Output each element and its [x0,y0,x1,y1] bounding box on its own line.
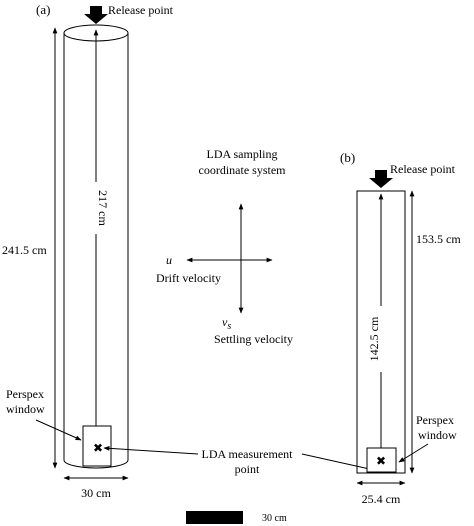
measurement-marker-b: ✖ [376,454,386,468]
width-label-a: 30 cm [81,486,111,500]
release-arrow-icon [84,6,108,24]
vs-symbol-main: v [222,315,228,329]
perspex-label-b-line2: window [418,428,457,442]
vs-symbol-subscript: s [227,321,231,332]
perspex-label-a-line2: window [6,402,45,416]
coordinate-system: LDA sampling coordinate system u Drift v… [156,147,293,346]
width-label-b: 25.4 cm [362,492,401,506]
perspex-pointer-a [35,419,82,441]
scale-bar: 30 cm [186,511,287,524]
drop-label-b: 142.5 cm [367,316,381,361]
panel-a-label: (a) [36,2,50,17]
drop-label-bg-b [369,306,391,372]
panel-a: (a) Release point 241.5 cm 217 cm ✖ Pers… [2,2,174,500]
measurement-pointer-a [103,445,199,455]
height-label-b: 153.5 cm [416,232,461,246]
drop-label-a: 217 cm [96,190,110,226]
release-arrow-icon [369,170,393,188]
panel-b-label: (b) [340,150,355,165]
perspex-window-b [366,447,397,473]
measurement-callout: LDA measurement point [103,445,375,476]
scale-bar-block [186,511,243,524]
measurement-marker-a: ✖ [93,441,103,455]
measurement-pointer-b [301,453,375,472]
coord-title-line2: coordinate system [199,163,287,177]
settling-velocity-label: Settling velocity [214,332,293,346]
height-label-a: 241.5 cm [2,243,47,257]
measurement-label-line1: LDA measurement [202,447,294,461]
perspex-pointer-b [398,443,429,463]
vs-symbol: vs [222,315,231,332]
perspex-label-a-line1: Perspex [6,387,44,401]
perspex-label-b-line1: Perspex [416,413,454,427]
coord-title-line1: LDA sampling [207,147,278,161]
measurement-label-line2: point [235,462,260,476]
drift-velocity-label: Drift velocity [156,271,221,285]
release-point-label-a: Release point [108,3,174,17]
scale-bar-label: 30 cm [262,513,287,524]
release-point-label-b: Release point [390,162,456,176]
drop-label-bg-a [84,182,106,234]
u-symbol: u [166,253,172,267]
column-b [356,190,406,474]
panel-b: (b) Release point 153.5 cm 142.5 cm ✖ Pe… [340,150,461,506]
